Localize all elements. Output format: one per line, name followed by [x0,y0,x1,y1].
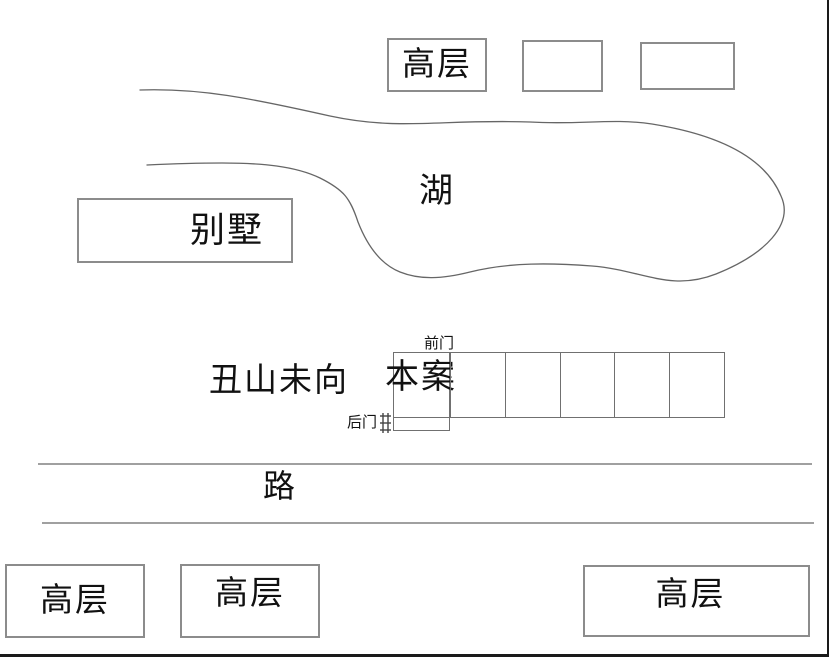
bottom-tower-label: 高层 [655,577,726,613]
orientation-label: 丑山未向 [209,363,349,399]
top-empty-box-2 [640,42,735,90]
bottom-tower-label: 高层 [215,576,285,612]
villa-box: 别墅 [77,198,293,263]
unit-row [450,352,725,418]
unit-cell [561,353,616,417]
unit-cell [670,353,724,417]
bottom-tower-box-right: 高层 [583,565,810,637]
site-box [393,352,450,431]
site-box-crossline [394,417,450,418]
top-tower-box: 高层 [387,38,487,92]
bottom-tower-box-center: 高层 [180,564,320,638]
unit-cell [506,353,561,417]
site-label: 本案 [385,359,457,396]
road-label: 路 [263,468,298,504]
door-hatch-icon [380,413,391,433]
back-door-label: 后门 [347,415,378,431]
road-line-bottom [42,522,814,524]
bottom-tower-label: 高层 [40,582,110,619]
frame-bottom-edge [0,654,829,657]
lake-label: 湖 [419,173,455,210]
villa-label: 别墅 [190,211,265,250]
top-tower-label: 高层 [402,46,472,83]
frame-right-edge [827,0,829,657]
bottom-tower-box-left: 高层 [5,564,145,638]
unit-cell [451,353,506,417]
front-door-label: 前门 [424,336,455,352]
road-line-top [38,463,812,465]
unit-cell [615,353,671,417]
top-empty-box-1 [522,40,603,92]
